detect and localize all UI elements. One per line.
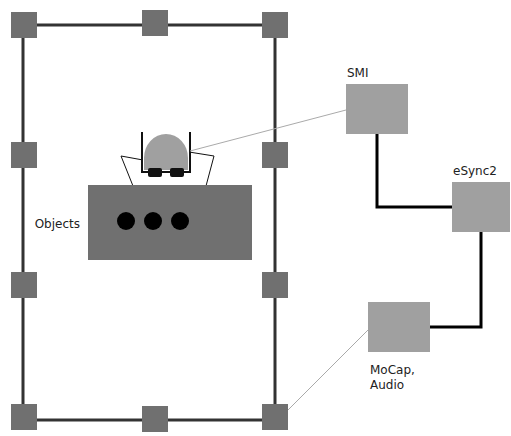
camera: [11, 12, 37, 38]
camera: [142, 406, 168, 432]
camera-set: [11, 10, 288, 432]
participant: [121, 132, 214, 186]
node-label: eSync2: [453, 164, 497, 179]
camera: [11, 142, 37, 168]
chair-outline: [142, 132, 190, 172]
node-label: MoCap, Audio: [370, 363, 428, 393]
room-outline: [23, 25, 275, 420]
node-label: Objects: [35, 217, 80, 232]
table-box: Objects: [88, 185, 252, 260]
object: [171, 212, 189, 230]
camera: [262, 12, 288, 38]
camera: [142, 10, 168, 36]
device-box: eSync2: [452, 182, 510, 232]
object: [117, 212, 135, 230]
wireless-link: [190, 110, 346, 151]
object: [144, 212, 162, 230]
camera: [262, 142, 288, 168]
camera: [262, 272, 288, 298]
head: [144, 134, 188, 170]
device-box: MoCap, Audio: [368, 302, 430, 352]
sync-cable: [377, 134, 452, 207]
camera: [11, 404, 37, 430]
sync-cable: [430, 232, 481, 327]
camera-link: [288, 330, 368, 410]
arm: [121, 156, 143, 186]
arm: [189, 152, 214, 186]
eye-tracker-glasses: [148, 168, 162, 177]
eye-tracker-glasses: [170, 168, 184, 177]
node-label: SMI: [347, 66, 369, 81]
camera: [11, 272, 37, 298]
camera: [262, 404, 288, 430]
device-box: SMI: [346, 84, 408, 134]
